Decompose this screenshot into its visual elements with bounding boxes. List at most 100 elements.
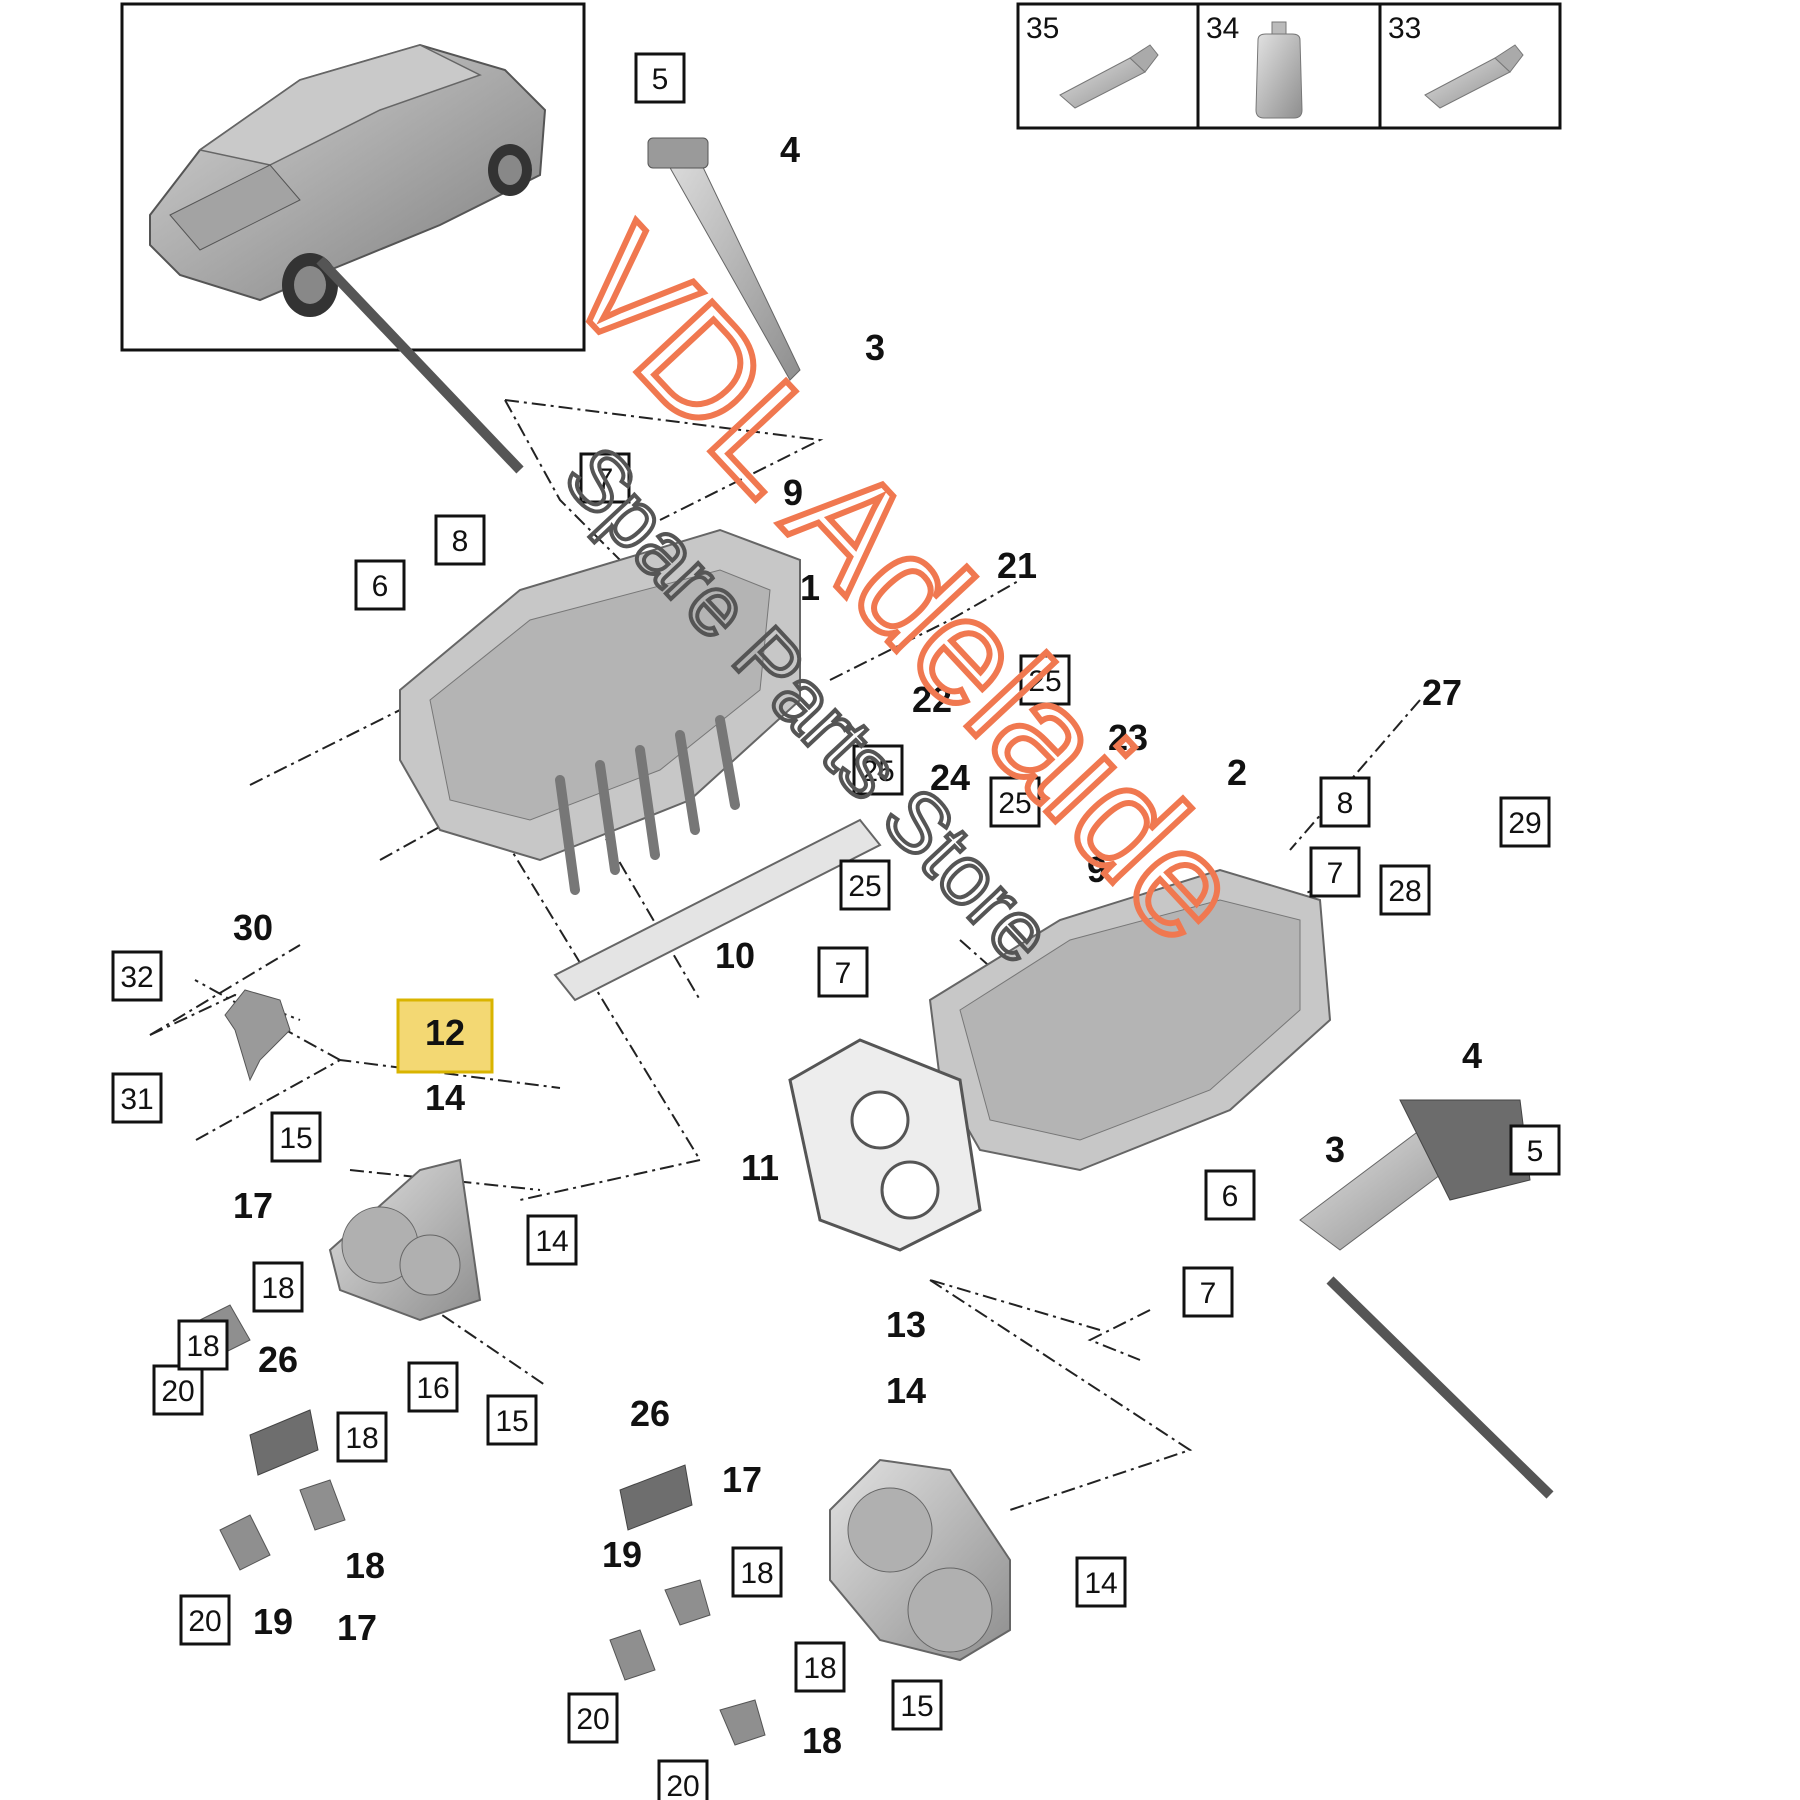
part-number-label[interactable]: 17 — [233, 1185, 273, 1226]
callout-frame — [1182, 1266, 1234, 1318]
part-callout-box[interactable]: 8 — [1319, 776, 1371, 828]
injector-top — [647, 137, 801, 381]
part-callout-box[interactable]: 20 — [657, 1759, 709, 1800]
part-callout-box[interactable]: 29 — [1499, 796, 1551, 848]
part-number-label[interactable]: 24 — [930, 757, 970, 798]
part-callout-box[interactable]: 28 — [1379, 864, 1431, 916]
callout-frame — [657, 1759, 709, 1800]
part-callout-box[interactable]: 15 — [270, 1111, 322, 1163]
part-callout-box[interactable]: 5 — [1509, 1124, 1561, 1176]
callout-number: 18 — [345, 1422, 378, 1455]
callout-number: 25 — [1028, 665, 1061, 698]
gaskets-26 — [249, 1409, 693, 1531]
callout-number: 20 — [161, 1375, 194, 1408]
part-callout-box[interactable]: 20 — [567, 1692, 619, 1744]
callout-frame — [336, 1411, 388, 1463]
part-number-label[interactable]: 2 — [1227, 752, 1247, 793]
bottle-icon — [1255, 21, 1303, 119]
part-number-label[interactable]: 26 — [258, 1339, 298, 1380]
part-number-label[interactable]: 12 — [425, 1012, 465, 1053]
part-callout-box[interactable]: 16 — [407, 1361, 459, 1413]
callout-number: 8 — [1337, 787, 1354, 820]
part-callout-box[interactable]: 32 — [111, 950, 163, 1002]
part-callout-box[interactable]: 18 — [252, 1261, 304, 1313]
callout-number: 6 — [372, 570, 389, 603]
part-callout-box[interactable]: 7 — [1309, 846, 1361, 898]
callout-frame — [1075, 1556, 1127, 1608]
part-callout-box[interactable]: 25 — [989, 776, 1041, 828]
callout-frame — [1309, 846, 1361, 898]
part-number-label[interactable]: 3 — [1325, 1129, 1345, 1170]
part-callout-box[interactable]: 7 — [1182, 1266, 1234, 1318]
part-callout-box[interactable]: 15 — [891, 1679, 943, 1731]
callout-number: 20 — [666, 1770, 699, 1800]
callout-number: 6 — [1222, 1180, 1239, 1213]
part-number-label[interactable]: 9 — [783, 472, 803, 513]
part-callout-box[interactable]: 14 — [1075, 1556, 1127, 1608]
callout-frame — [1499, 796, 1551, 848]
part-callout-box[interactable]: 18 — [336, 1411, 388, 1463]
part-callout-box[interactable]: 25 — [1019, 654, 1071, 706]
part-callout-box[interactable]: 25 — [852, 744, 904, 796]
part-callout-box[interactable]: 18 — [731, 1546, 783, 1598]
injector-right — [1299, 1099, 1531, 1251]
part-callout-box[interactable]: 5 — [634, 52, 686, 104]
part-number-label[interactable]: 18 — [345, 1545, 385, 1586]
callout-number: 25 — [861, 755, 894, 788]
part-number-label[interactable]: 17 — [337, 1607, 377, 1648]
part-callout-box[interactable]: 18 — [794, 1641, 846, 1693]
part-callout-box[interactable]: 7 — [817, 946, 869, 998]
cylinder-head-right — [928, 868, 1332, 1172]
part-callout-box[interactable]: 31 — [111, 1072, 163, 1124]
part-number-label[interactable]: 19 — [253, 1601, 293, 1642]
part-number-label[interactable]: 13 — [886, 1304, 926, 1345]
callout-number: 32 — [120, 961, 153, 994]
part-number-label[interactable]: 23 — [1108, 717, 1148, 758]
part-number-label[interactable]: 14 — [886, 1370, 926, 1411]
callout-number: 15 — [279, 1122, 312, 1155]
callout-number: 5 — [652, 63, 669, 96]
part-callout-box[interactable]: 7 — [579, 452, 631, 504]
callout-frame — [567, 1692, 619, 1744]
part-number-label[interactable]: 4 — [780, 129, 800, 170]
callout-number: 7 — [1327, 857, 1344, 890]
part-number-label[interactable]: 30 — [233, 907, 273, 948]
part-callout-box[interactable]: 14 — [526, 1214, 578, 1266]
callout-number: 15 — [900, 1690, 933, 1723]
kit-label-34: 34 — [1206, 12, 1239, 45]
callout-frame — [1379, 864, 1431, 916]
callout-number: 18 — [261, 1272, 294, 1305]
callout-number: 18 — [803, 1652, 836, 1685]
part-callout-box[interactable]: 15 — [486, 1394, 538, 1446]
callout-number: 7 — [1200, 1277, 1217, 1310]
part-number-label[interactable]: 22 — [912, 679, 952, 720]
part-callout-box[interactable]: 8 — [434, 514, 486, 566]
part-number-label[interactable]: 18 — [802, 1720, 842, 1761]
callout-number: 7 — [835, 957, 852, 990]
part-number-label[interactable]: 10 — [715, 935, 755, 976]
part-callout-box[interactable]: 18 — [177, 1319, 229, 1371]
part-number-label[interactable]: 1 — [800, 567, 820, 608]
part-number-label[interactable]: 3 — [865, 327, 885, 368]
part-number-label[interactable]: 27 — [1422, 672, 1462, 713]
part-number-label[interactable]: 9 — [1087, 849, 1107, 890]
part-number-label[interactable]: 21 — [997, 545, 1037, 586]
callout-number: 25 — [848, 870, 881, 903]
callout-number: 15 — [495, 1405, 528, 1438]
callout-frame — [731, 1546, 783, 1598]
part-number-label[interactable]: 14 — [425, 1077, 465, 1118]
part-number-label[interactable]: 19 — [602, 1534, 642, 1575]
part-callout-box[interactable]: 25 — [839, 859, 891, 911]
part-callout-box[interactable]: 20 — [179, 1594, 231, 1646]
cylinder-head-left — [399, 528, 801, 895]
callout-frame — [407, 1361, 459, 1413]
part-number-label[interactable]: 11 — [741, 1147, 779, 1188]
part-callout-box[interactable]: 6 — [1204, 1169, 1256, 1221]
highlighted-part-12[interactable] — [396, 998, 494, 1074]
part-callout-box[interactable]: 6 — [354, 559, 406, 611]
part-callout-box[interactable]: 20 — [152, 1364, 204, 1416]
part-number-label[interactable]: 4 — [1462, 1035, 1482, 1076]
part-number-label[interactable]: 17 — [722, 1459, 762, 1500]
part-number-label[interactable]: 26 — [630, 1393, 670, 1434]
callout-frame — [270, 1111, 322, 1163]
